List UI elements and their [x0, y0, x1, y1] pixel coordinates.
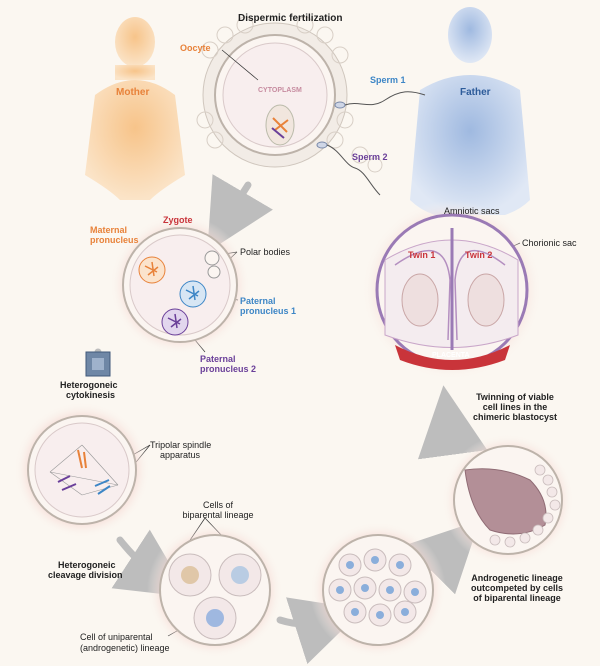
label-cytoplasm: CYTOPLASM: [258, 87, 302, 94]
label-mother: Mother: [116, 87, 150, 98]
cytokinesis-block: [85, 351, 111, 377]
mother-silhouette: [85, 17, 185, 200]
label-twin-2: Twin 2: [465, 250, 493, 260]
label-chorionic-sac: Chorionic sac: [522, 238, 577, 248]
label-twin-1: Twin 1: [408, 250, 436, 260]
oocyte: [196, 16, 383, 173]
morula: [310, 522, 446, 658]
label-biparental-2: biparental lineage: [182, 510, 254, 520]
label-cytokinesis-2: cytokinesis: [66, 390, 116, 400]
label-maternal-1: Maternal: [90, 225, 128, 235]
label-tripolar-1: Tripolar spindle: [150, 440, 212, 450]
diagram-title: Dispermic fertilization: [238, 13, 343, 24]
zygote: [110, 215, 250, 355]
placenta-shape: [395, 345, 510, 370]
label-twinning-1: Twinning of viable: [476, 392, 554, 402]
label-cleavage-1: Heterogoneic: [58, 560, 116, 570]
label-placenta: PLACENTA: [432, 352, 470, 359]
label-paternal-2a: Paternal: [200, 354, 236, 364]
label-amniotic-sacs: Amniotic sacs: [444, 206, 500, 216]
tripolar-cell: [14, 402, 150, 538]
arrow-to-twins: [417, 385, 488, 460]
label-polar-bodies: Polar bodies: [240, 247, 291, 257]
sperm-1: [334, 91, 426, 109]
label-tripolar-2: apparatus: [160, 450, 201, 460]
label-paternal-1a: Paternal: [240, 296, 276, 306]
label-androgenetic-1: Androgenetic lineage: [471, 573, 563, 583]
label-sperm-2: Sperm 2: [352, 152, 388, 162]
label-twinning-3: chimeric blastocyst: [472, 412, 558, 422]
label-uniparental-2: (androgenetic) lineage: [80, 643, 170, 653]
sperm-2: [316, 141, 381, 196]
label-paternal-2b: pronucleus 2: [200, 364, 257, 374]
label-oocyte: Oocyte: [180, 43, 211, 53]
label-paternal-1b: pronucleus 1: [240, 306, 297, 316]
label-sperm-1: Sperm 1: [370, 75, 406, 85]
label-maternal-2: pronucleus: [90, 235, 139, 245]
label-biparental-1: Cells of: [202, 500, 233, 510]
label-zygote: Zygote: [163, 215, 193, 225]
label-androgenetic-3: of biparental lineage: [473, 593, 561, 603]
label-uniparental-1: Cell of uniparental: [80, 632, 153, 642]
label-cytokinesis-1: Heterogoneic: [60, 380, 118, 390]
label-twinning-2: cell lines in the: [482, 402, 548, 412]
label-cleavage-2: cleavage division: [48, 570, 123, 580]
arrow-fertilization-to-zygote: [207, 174, 273, 253]
label-androgenetic-2: outcompeted by cells: [470, 583, 564, 593]
label-father: Father: [460, 87, 491, 98]
twins-chorionic-sac: [362, 200, 542, 380]
father-silhouette: [410, 7, 530, 215]
chimeric-blastocyst: [442, 434, 574, 566]
three-cell-stage: [147, 522, 283, 658]
